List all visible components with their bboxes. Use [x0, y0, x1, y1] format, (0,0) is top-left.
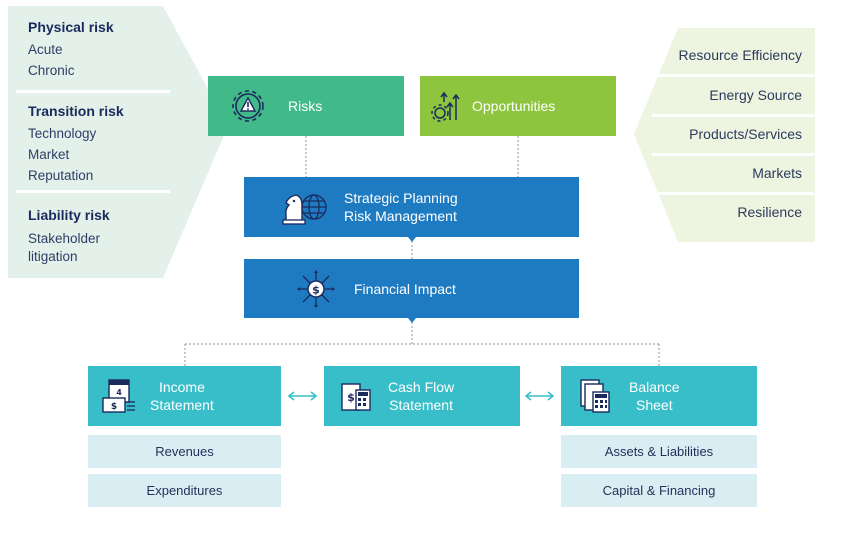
risk-categories-panel: Physical risk Acute Chronic Transition r… [8, 6, 228, 278]
balance-sub-item-assets-liabilities: Assets & Liabilities [561, 435, 757, 468]
income-label-line2: Statement [150, 397, 214, 413]
financial-impact-label: Financial Impact [354, 280, 456, 297]
strategic-label-line2: Risk Management [344, 208, 457, 224]
opportunities-label: Opportunities [472, 98, 556, 114]
risk-divider [16, 190, 170, 193]
double-arrows [287, 391, 555, 401]
balance-label-line2: Sheet [636, 397, 673, 413]
risk-divider [16, 90, 170, 93]
calendar-cash-icon: 4 $ [88, 366, 150, 426]
arrow-head [408, 237, 416, 242]
svg-text:$: $ [111, 402, 117, 412]
arrow-head [408, 318, 416, 323]
risk-group-physical: Physical risk Acute Chronic [28, 18, 114, 81]
cash-calculator-icon: $ [324, 366, 388, 426]
svg-text:4: 4 [116, 388, 122, 397]
balance-sheet-box: Balance Sheet [561, 366, 757, 426]
strategic-planning-box: Strategic Planning Risk Management [244, 177, 579, 237]
risk-item: Acute [28, 42, 63, 57]
risks-label: Risks [288, 98, 323, 114]
risk-item: Stakeholder [28, 231, 101, 246]
risk-item: Chronic [28, 63, 75, 78]
strategic-label-line1: Strategic Planning [344, 190, 458, 206]
gear-growth-icon [420, 76, 472, 136]
svg-text:$: $ [347, 391, 355, 404]
risk-group-transition: Transition risk Technology Market Reputa… [28, 102, 124, 186]
income-label-line1: Income [158, 379, 205, 395]
cashflow-label-line1: Cash Flow [388, 379, 455, 395]
income-statement-box: 4 $ Income Statement [88, 366, 281, 426]
risk-item: Reputation [28, 168, 94, 183]
risk-group-liability: Liability risk Stakeholder litigation [28, 206, 110, 266]
svg-text:$: $ [312, 283, 320, 296]
risk-item: Market [28, 147, 70, 162]
income-sub-item-expenditures: Expenditures [88, 474, 281, 507]
chess-knight-globe-icon [244, 177, 344, 237]
dollar-arrows-icon: $ [244, 259, 354, 318]
risk-item: Technology [28, 126, 97, 141]
balance-label-line1: Balance [629, 379, 680, 395]
opportunities-box: Opportunities [420, 76, 616, 136]
cash-flow-statement-box: $ Cash Flow Statement [324, 366, 520, 426]
financial-impact-box: $ Financial Impact [244, 259, 579, 318]
balance-sub-item-capital-financing: Capital & Financing [561, 474, 757, 507]
risk-group-title: Liability risk [28, 207, 110, 223]
cashflow-label-line2: Statement [389, 397, 453, 413]
risk-group-title: Physical risk [28, 19, 114, 35]
risk-item: litigation [28, 249, 78, 264]
income-sub-item-revenues: Revenues [88, 435, 281, 468]
risks-box: Risks [208, 76, 404, 136]
risk-group-title: Transition risk [28, 103, 124, 119]
document-calculator-icon [561, 366, 629, 426]
gear-warning-icon [208, 76, 288, 136]
left-panel-arrow-shape [8, 6, 228, 278]
